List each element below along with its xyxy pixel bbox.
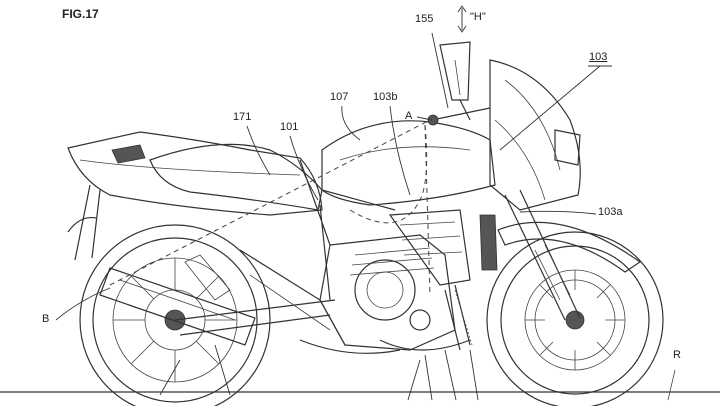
bottom-leader-lines xyxy=(159,344,479,401)
figure-title: FIG.17 xyxy=(62,7,99,21)
rear-wheel xyxy=(79,224,271,406)
label-103a: 103a xyxy=(598,206,623,218)
reference-line-r xyxy=(667,369,676,401)
label-101: 101 xyxy=(280,121,299,133)
label-a: A xyxy=(405,110,413,122)
label-103b: 103b xyxy=(373,91,398,103)
label-direction-h: "H" xyxy=(470,11,486,23)
exhaust xyxy=(299,284,473,354)
front-fairing xyxy=(489,59,581,211)
dashed-routing-lines xyxy=(109,119,431,296)
label-103: 103 xyxy=(589,51,608,63)
engine xyxy=(319,209,498,351)
front-wheel xyxy=(486,231,664,406)
front-fork xyxy=(497,189,642,321)
label-r: R xyxy=(673,349,681,361)
swingarm-muffler xyxy=(99,254,336,346)
label-b: B xyxy=(42,313,50,325)
label-171: 171 xyxy=(233,111,252,123)
label-leaders xyxy=(55,5,612,321)
fuel-tank xyxy=(321,120,496,206)
handlebar xyxy=(427,41,491,126)
tail-cowl xyxy=(67,131,323,261)
label-107: 107 xyxy=(330,91,349,103)
label-155: 155 xyxy=(415,13,434,25)
frame xyxy=(239,159,396,346)
